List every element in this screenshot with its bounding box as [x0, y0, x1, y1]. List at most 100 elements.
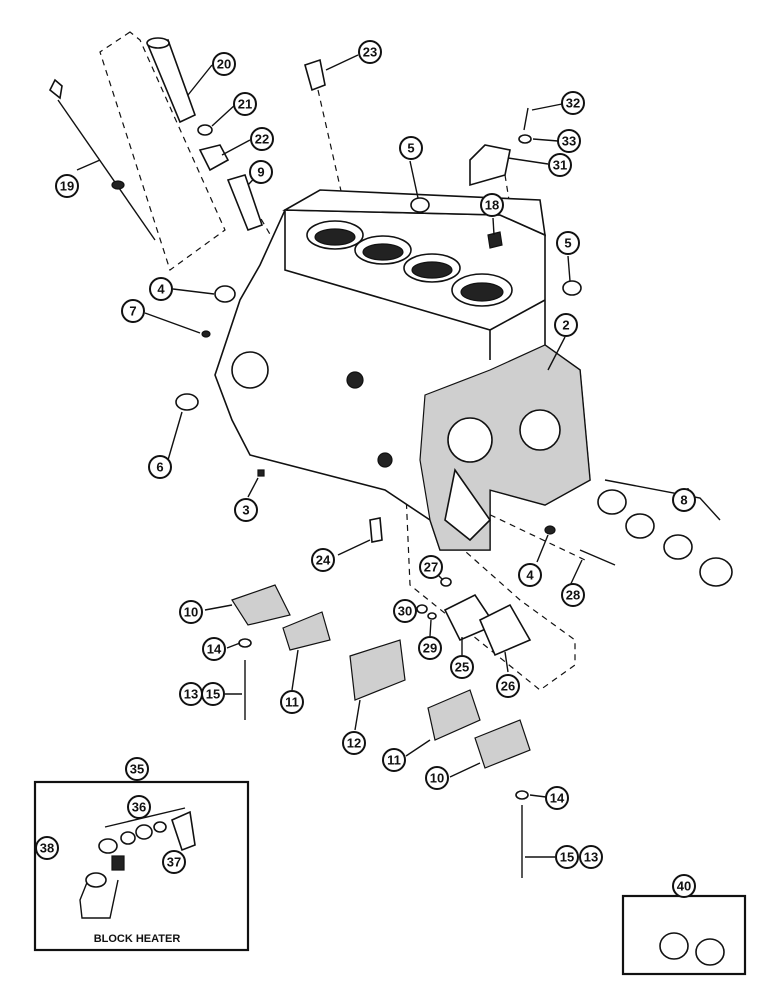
cam-bushings — [597, 489, 733, 587]
callout-label: 5 — [407, 141, 414, 156]
callout-12: 12 — [342, 731, 366, 755]
callout-label: 11 — [387, 753, 401, 768]
callout-label: 38 — [40, 841, 54, 856]
block-heater-inset: BLOCK HEATER — [33, 780, 250, 952]
callout-label: 19 — [60, 179, 74, 194]
block-heater-label: BLOCK HEATER — [94, 933, 181, 945]
callout-26: 26 — [496, 674, 520, 698]
callout-8: 8 — [672, 488, 696, 512]
callout-10a: 10 — [179, 600, 203, 624]
callout-7: 7 — [121, 299, 145, 323]
callout-label: 35 — [130, 762, 144, 777]
callout-4b: 4 — [518, 563, 542, 587]
callout-28: 28 — [561, 583, 585, 607]
callout-9: 9 — [249, 160, 273, 184]
callout-40: 40 — [672, 874, 696, 898]
plug-18-part — [487, 231, 503, 249]
callout-6: 6 — [148, 455, 172, 479]
callout-23: 23 — [358, 40, 382, 64]
plug-5b-part — [562, 280, 582, 296]
plug-4b-part — [544, 525, 556, 535]
callout-11a: 11 — [280, 690, 304, 714]
callout-label: 7 — [129, 304, 136, 319]
callout-label: 5 — [564, 236, 571, 251]
callout-13b: 13 — [579, 845, 603, 869]
callout-label: 4 — [157, 282, 165, 297]
callout-label: 2 — [562, 318, 569, 333]
callout-label: 13 — [584, 850, 598, 865]
callout-label: 40 — [677, 879, 691, 894]
nut-27-part — [440, 577, 452, 587]
tube-part — [146, 37, 197, 124]
callout-label: 20 — [217, 57, 231, 72]
callout-2: 2 — [554, 313, 578, 337]
callout-30: 30 — [393, 599, 417, 623]
callout-14a: 14 — [202, 637, 226, 661]
bolt-32-part — [523, 107, 529, 131]
clamp-part — [198, 144, 230, 172]
plug-4a-part — [214, 285, 236, 303]
callout-27: 27 — [419, 555, 443, 579]
callout-19: 19 — [55, 174, 79, 198]
callout-10b: 10 — [425, 766, 449, 790]
callout-label: 33 — [562, 134, 576, 149]
callout-label: 11 — [285, 695, 299, 710]
seal-6-part — [175, 393, 199, 411]
callout-32: 32 — [561, 91, 585, 115]
callout-36: 36 — [127, 795, 151, 819]
callout-4a: 4 — [149, 277, 173, 301]
cylinder-block — [214, 189, 591, 551]
callout-label: 27 — [424, 560, 438, 575]
callout-label: 6 — [156, 460, 163, 475]
callout-label: 28 — [566, 588, 580, 603]
callout-24: 24 — [311, 548, 335, 572]
callout-31: 31 — [548, 153, 572, 177]
nut-30-part — [416, 604, 428, 614]
callout-38: 38 — [35, 836, 59, 860]
o-ring-part — [197, 124, 213, 136]
callout-35: 35 — [125, 757, 149, 781]
callout-label: 9 — [257, 165, 264, 180]
callout-label: 14 — [550, 791, 565, 806]
washer-29-part — [427, 612, 437, 620]
callout-5a: 5 — [399, 136, 423, 160]
callout-25: 25 — [450, 655, 474, 679]
callout-29: 29 — [418, 636, 442, 660]
callout-15a: 15 — [201, 682, 225, 706]
callout-label: 13 — [184, 687, 198, 702]
oil-pan-dashed-outline — [404, 469, 576, 691]
washer-14a-part — [238, 638, 252, 648]
plug-5a-part — [410, 197, 430, 213]
callout-label: 23 — [363, 45, 377, 60]
plug-7-part — [201, 330, 211, 338]
plug-3-part — [257, 469, 265, 477]
washer-33-part — [518, 134, 532, 144]
callout-20: 20 — [212, 52, 236, 76]
callout-label: 31 — [553, 158, 567, 173]
plug-23-part — [304, 58, 326, 92]
washer-14b-part — [515, 790, 529, 800]
callout-label: 3 — [242, 503, 249, 518]
callout-label: 25 — [455, 660, 469, 675]
sensor-24-part — [369, 517, 383, 543]
callout-label: 14 — [207, 642, 222, 657]
callout-label: 22 — [255, 132, 269, 147]
callout-label: 4 — [526, 568, 534, 583]
bolt-28-part — [579, 549, 616, 566]
callout-15b: 15 — [555, 845, 579, 869]
callout-33: 33 — [557, 129, 581, 153]
callout-label: 18 — [485, 198, 499, 213]
callout-21: 21 — [233, 92, 257, 116]
dipstick-group-outline — [99, 31, 226, 271]
dash-line-28 — [479, 509, 586, 561]
callout-label: 12 — [347, 736, 361, 751]
callout-label: 32 — [566, 96, 580, 111]
callout-14b: 14 — [545, 786, 569, 810]
callout-label: 10 — [430, 771, 444, 786]
bracket-31-part — [469, 144, 511, 187]
callout-label: 10 — [184, 605, 198, 620]
heater-cable — [79, 879, 119, 919]
callout-11b: 11 — [382, 748, 406, 772]
